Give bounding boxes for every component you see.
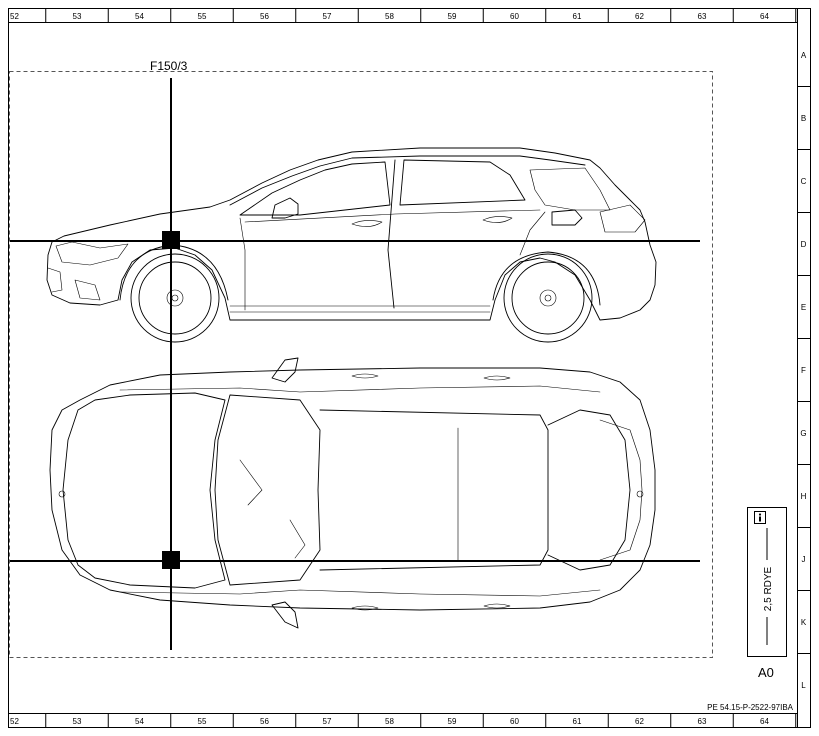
row-label: E [801,303,806,312]
component-marker-side [162,231,180,249]
bottom-column-label: 55 [198,717,207,726]
bottom-column-label: 61 [573,717,582,726]
wire-legend-box: 2,5 RDYE [747,507,787,657]
sheet-size-label: A0 [758,665,774,680]
top-column-label: 62 [635,12,644,21]
row-label: J [802,555,806,564]
top-column-label: 52 [10,12,19,21]
sheet-border [8,8,811,728]
bottom-column-label: 60 [510,717,519,726]
top-column-label: 63 [698,12,707,21]
bottom-column-label: 53 [73,717,82,726]
bottom-column-label: 63 [698,717,707,726]
bottom-column-label: 58 [385,717,394,726]
row-label: C [801,177,807,186]
bottom-column-label: 52 [10,717,19,726]
row-label: K [801,618,807,627]
car-top-view [49,357,656,629]
bottom-column-label: 62 [635,717,644,726]
row-label: L [801,681,806,690]
row-label: H [801,492,807,501]
row-label: B [801,114,806,123]
component-position-markers [10,78,700,650]
bottom-column-label: 64 [760,717,769,726]
component-boundary [9,71,713,658]
row-label: F [801,366,806,375]
bottom-column-label: 56 [260,717,269,726]
wire-spec-label: 2,5 RDYE [763,566,774,611]
info-icon [754,511,766,524]
row-label: A [801,51,807,60]
top-column-label: 60 [510,12,519,21]
car-side-view [46,147,657,343]
bottom-column-label: 59 [448,717,457,726]
top-column-label: 53 [73,12,82,21]
top-column-label: 64 [760,12,769,21]
top-column-label: 57 [323,12,332,21]
document-reference: PE 54.15-P-2522-97IBA [707,703,793,712]
top-column-label: 55 [198,12,207,21]
bottom-column-label: 54 [135,717,144,726]
component-marker-top [162,551,180,569]
component-label: F150/3 [150,59,188,73]
top-column-label: 59 [448,12,457,21]
top-column-label: 58 [385,12,394,21]
row-label: G [800,429,806,438]
row-label: D [801,240,807,249]
top-column-label: 54 [135,12,144,21]
top-column-label: 61 [573,12,582,21]
top-column-label: 56 [260,12,269,21]
top-ruler [8,8,798,728]
bottom-column-label: 57 [323,717,332,726]
